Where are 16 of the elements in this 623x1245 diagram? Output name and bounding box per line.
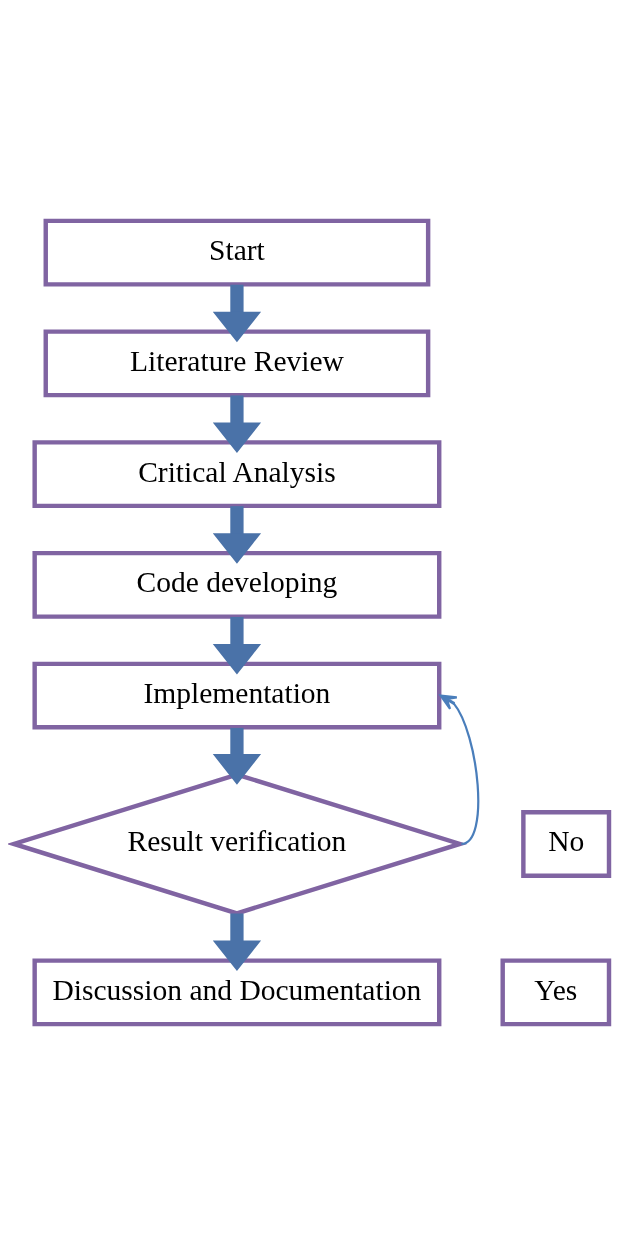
arrow: [439, 694, 480, 845]
node-box: Critical Analysis: [32, 440, 442, 509]
node-box: Implementation: [32, 661, 442, 730]
arrow: [212, 395, 262, 454]
node-box: Yes: [500, 958, 612, 1027]
arrow: [212, 727, 262, 785]
node-box: Literature Review: [43, 329, 431, 398]
node-box: Start: [43, 218, 431, 287]
arrow: [212, 616, 262, 675]
node-box: No: [521, 810, 612, 878]
arrow: [212, 913, 262, 972]
node-box: Discussion and Documentation: [32, 958, 442, 1027]
arrow: [212, 506, 262, 564]
arrow: [212, 284, 262, 343]
node-diamond: Result verification: [8, 772, 468, 916]
node-box: Code developing: [32, 550, 442, 619]
